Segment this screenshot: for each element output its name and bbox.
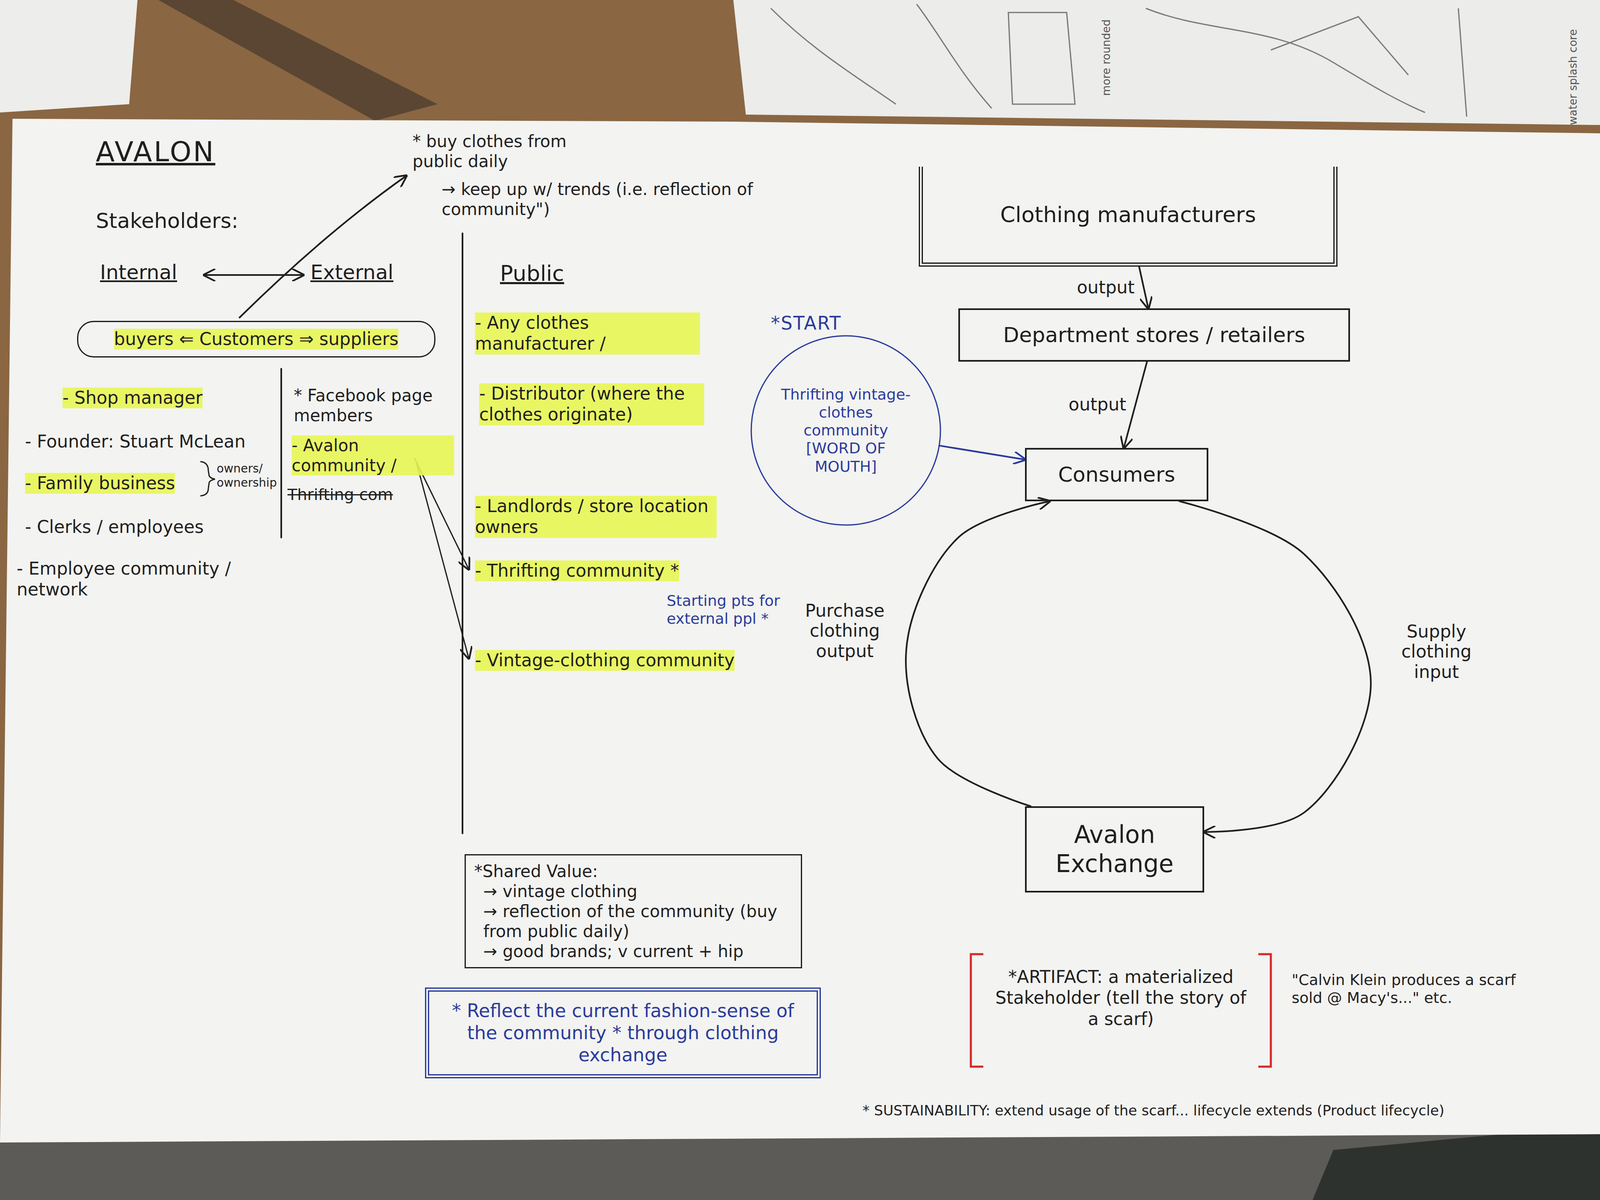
list-item: - Avalon community / [291,435,455,476]
crossed-out-item: Thrifting com [287,485,393,505]
list-item: - Distributor (where the clothes origina… [479,383,705,426]
flow-arrow [1179,501,1371,833]
note: → keep up w/ trends (i.e. reflection of … [441,179,767,220]
sketch-note: water splash core [1566,29,1580,125]
note: Starting pts for external ppl * [666,591,825,628]
edge-label: output [1074,276,1138,299]
node-heading: *Shared Value: [474,861,793,882]
list-item: - Employee community / network [16,558,267,601]
artifact-brackets [970,954,1271,1067]
node-text: Avalon Exchange [1035,820,1195,879]
main-paper [0,118,1600,1143]
process-box: Department stores / retailers [958,308,1350,362]
flow-arrow [1139,266,1149,309]
flow-arrow [939,445,1025,460]
list-item: * Facebook page members [293,385,436,426]
page-title: AVALON [95,135,216,169]
edge-label: Purchase clothing output [802,600,888,663]
process-box: Consumers [1025,447,1209,502]
list-item: - Clerks / employees [25,516,204,538]
list-item: - Family business [25,472,175,494]
node-text: → vintage clothing [474,881,793,902]
quote-note: "Calvin Klein produces a scarf sold @ Ma… [1291,970,1525,1007]
value-statement-box: * Reflect the current fashion-sense of t… [425,987,821,1079]
ink-lines [200,175,469,834]
frame-edge [158,0,438,121]
brace-note: owners/ ownership [216,461,280,490]
circle-shape [751,335,941,525]
list-item: - Founder: Stuart McLean [25,431,246,453]
column-divider [280,368,283,538]
list-item: - Thrifting community * [475,560,680,582]
edge-label: Supply clothing input [1389,620,1484,683]
list-item: - Vintage-clothing community [475,650,735,671]
pencil-line [1145,8,1425,113]
process-box: Avalon Exchange [1025,806,1205,893]
node-text: Thrifting vintage-clothes community [WOR… [777,385,915,476]
column-heading: Internal [100,260,178,285]
owner-brace [200,461,215,496]
node-text: buyers ⇐ Customers ⇒ suppliers [114,328,399,350]
column-heading: External [310,260,394,285]
note: * buy clothes from public daily [412,131,588,172]
node-heading: *START [745,312,955,335]
node-text: Clothing manufacturers [1000,201,1256,228]
stakeholder-group-box: buyers ⇐ Customers ⇒ suppliers [77,320,436,358]
pencil-sketch [770,4,1467,117]
pencil-line [1270,16,1409,75]
section-heading: Stakeholders: [95,208,239,234]
list-item: - Landlords / store location owners [475,495,717,538]
pencil-line [1458,8,1467,117]
node-text: → reflection of the community (buy from … [474,901,793,942]
pencil-line [770,8,896,105]
note-arrow [239,175,407,318]
red-bracket [970,954,984,1067]
node-text: * Reflect the current fashion-sense of t… [440,1000,806,1066]
node-text: → good brands; v current + hip [474,941,793,962]
sketch-note: more rounded [1100,19,1113,96]
footnote: * SUSTAINABILITY: extend usage of the sc… [862,1102,1592,1120]
list-item: - Any clothes manufacturer / [475,312,700,355]
artifact-note: *ARTIFACT: a materialized Stakeholder (t… [987,966,1255,1030]
node-text: Consumers [1035,462,1199,488]
list-item: - Shop manager [62,387,203,409]
process-box: Clothing manufacturers [918,166,1338,267]
pencil-line [1008,12,1075,105]
pencil-line [916,4,992,109]
edge-label: output [1065,393,1129,416]
flow-arrow [905,501,1050,807]
community-circle: *START Thrifting vintage-clothes communit… [745,312,955,527]
circle-text: Thrifting vintage-clothes community [WOR… [777,385,915,476]
column-divider [461,233,464,834]
sketch-paper [733,0,1600,125]
circle-body: Thrifting vintage-clothes community [WOR… [750,334,942,527]
corner-paper [0,0,138,113]
internal-external-arrow [204,274,304,276]
node-text: Department stores / retailers [968,322,1340,348]
red-bracket [1258,954,1271,1067]
column-heading: Public [500,260,565,287]
value-box: *Shared Value:→ vintage clothing→ reflec… [464,854,803,969]
cutting-mat [1312,1125,1600,1200]
leader-line [416,463,469,659]
